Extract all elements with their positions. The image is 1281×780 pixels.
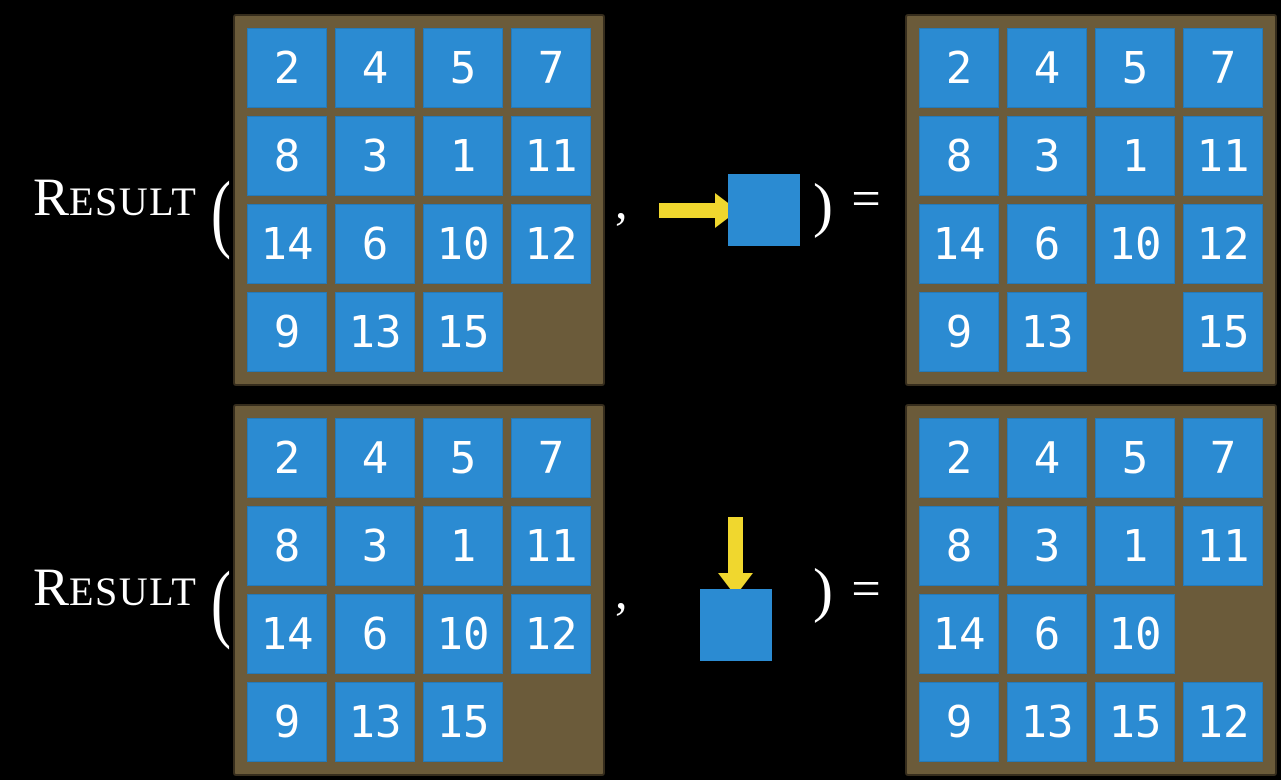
puzzle-tile: 3: [1007, 116, 1087, 196]
puzzle-tile: 15: [423, 682, 503, 762]
puzzle-tile: 14: [919, 204, 999, 284]
puzzle-tile: 12: [1183, 204, 1263, 284]
puzzle-tile: 14: [247, 204, 327, 284]
close-paren: ): [813, 172, 833, 238]
puzzle-tile: 10: [1095, 204, 1175, 284]
function-name-cap: R: [33, 557, 70, 617]
puzzle-tile: 11: [511, 506, 591, 586]
action-tile: [728, 174, 800, 246]
puzzle-tile: 13: [1007, 682, 1087, 762]
puzzle-tile: 7: [511, 28, 591, 108]
puzzle-tile: 3: [335, 506, 415, 586]
puzzle-tile: 13: [1007, 292, 1087, 372]
puzzle-tile: 9: [247, 682, 327, 762]
puzzle-tile: 9: [919, 682, 999, 762]
puzzle-tile: 6: [1007, 204, 1087, 284]
puzzle-tile: 4: [1007, 418, 1087, 498]
puzzle-tile: 15: [1183, 292, 1263, 372]
puzzle-tile: 5: [1095, 28, 1175, 108]
function-name-cap: R: [33, 167, 70, 227]
puzzle-tile: 12: [511, 594, 591, 674]
puzzle-tile: 5: [423, 28, 503, 108]
puzzle-tile: 6: [335, 594, 415, 674]
close-paren: ): [813, 557, 833, 623]
puzzle-tile: 9: [247, 292, 327, 372]
argument-comma: ,: [615, 173, 628, 229]
puzzle-tile: 6: [1007, 594, 1087, 674]
puzzle-tile: 2: [247, 28, 327, 108]
puzzle-tile: 10: [423, 594, 503, 674]
puzzle-tile: 10: [423, 204, 503, 284]
open-paren: (: [211, 164, 231, 260]
puzzle-tile: 15: [1095, 682, 1175, 762]
puzzle-tile: 5: [1095, 418, 1175, 498]
function-name-smallcaps: ESULT: [69, 569, 198, 614]
puzzle-tile: 2: [247, 418, 327, 498]
puzzle-tile: 15: [423, 292, 503, 372]
puzzle-tile: 1: [423, 506, 503, 586]
puzzle-tile: 8: [919, 116, 999, 196]
puzzle-tile: 5: [423, 418, 503, 498]
puzzle-tile: 8: [247, 116, 327, 196]
puzzle-tile: 13: [335, 292, 415, 372]
puzzle-tile: 8: [247, 506, 327, 586]
puzzle-tile: 1: [1095, 506, 1175, 586]
puzzle-tile: 9: [919, 292, 999, 372]
puzzle-tile: 11: [1183, 116, 1263, 196]
puzzle-tile: 14: [919, 594, 999, 674]
puzzle-tile: 7: [1183, 28, 1263, 108]
argument-comma: ,: [615, 563, 628, 619]
puzzle-tile: 12: [1183, 682, 1263, 762]
puzzle-tile: 7: [1183, 418, 1263, 498]
puzzle-tile: 12: [511, 204, 591, 284]
puzzle-tile: 4: [335, 418, 415, 498]
function-name-smallcaps: ESULT: [69, 179, 198, 224]
empty-cell: [1095, 292, 1175, 372]
open-paren: (: [211, 554, 231, 650]
puzzle-tile: 3: [335, 116, 415, 196]
arrow-right-icon: [659, 193, 738, 228]
action-tile: [700, 589, 772, 661]
function-name-label: RESULT: [33, 560, 197, 628]
empty-cell: [511, 292, 591, 372]
puzzle-tile: 11: [511, 116, 591, 196]
puzzle-tile: 13: [335, 682, 415, 762]
puzzle-tile: 1: [423, 116, 503, 196]
puzzle-tile: 1: [1095, 116, 1175, 196]
puzzle-tile: 6: [335, 204, 415, 284]
equals-sign: =: [851, 170, 881, 228]
function-name-label: RESULT: [33, 170, 197, 238]
empty-cell: [1183, 594, 1263, 674]
puzzle-tile: 4: [1007, 28, 1087, 108]
empty-cell: [511, 682, 591, 762]
puzzle-tile: 3: [1007, 506, 1087, 586]
puzzle-tile: 2: [919, 28, 999, 108]
puzzle-tile: 7: [511, 418, 591, 498]
puzzle-tile: 2: [919, 418, 999, 498]
equals-sign: =: [851, 560, 881, 618]
puzzle-tile: 10: [1095, 594, 1175, 674]
puzzle-tile: 14: [247, 594, 327, 674]
puzzle-tile: 8: [919, 506, 999, 586]
puzzle-tile: 11: [1183, 506, 1263, 586]
arrow-down-icon: [718, 517, 753, 596]
puzzle-tile: 4: [335, 28, 415, 108]
